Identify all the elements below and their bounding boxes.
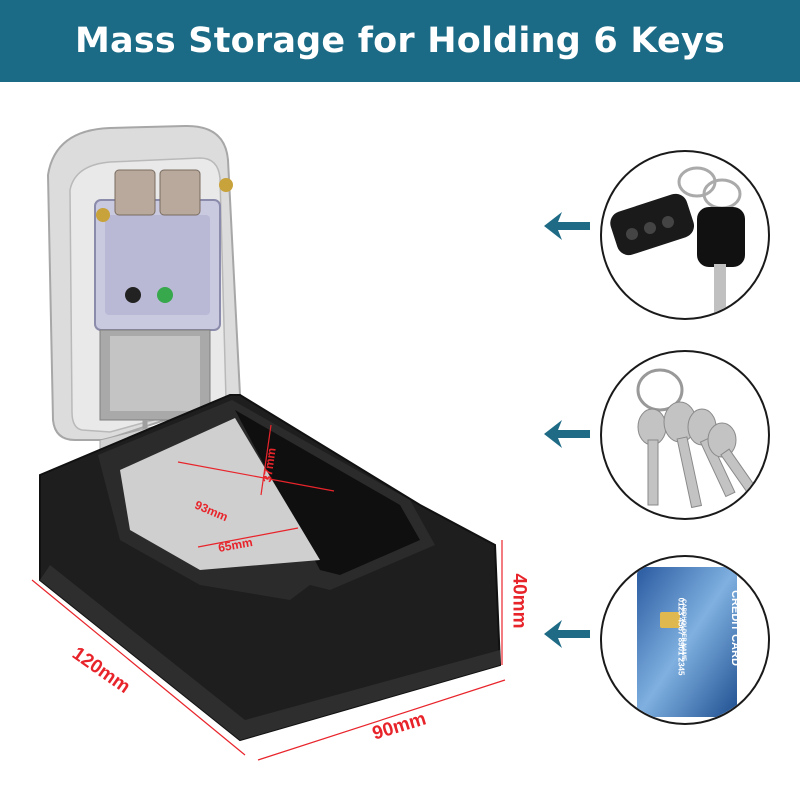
dim-outer-height: 40mm [508,573,530,629]
key-lock-box-image [31,124,506,761]
card-title: CREDIT CARD [728,590,741,666]
title-banner: Mass Storage for Holding 6 Keys [0,0,800,82]
keys-circle [600,350,770,520]
credit-card-circle: CREDIT CARD 0123 4567 8901 2345 CARDHOLD… [600,555,770,725]
arrow-left-icon [544,620,590,648]
key-bundle-icon [636,368,759,509]
credit-card-icon [637,567,737,717]
car-keys-icon [610,166,745,314]
banner-title: Mass Storage for Holding 6 Keys [74,21,726,61]
arrow-left-icon [544,420,590,448]
arrow-left-icon [544,212,590,240]
dimension-lines [31,424,506,761]
card-holder: CARDHOLDER NAME [680,599,686,661]
car-keys-circle [600,150,770,320]
